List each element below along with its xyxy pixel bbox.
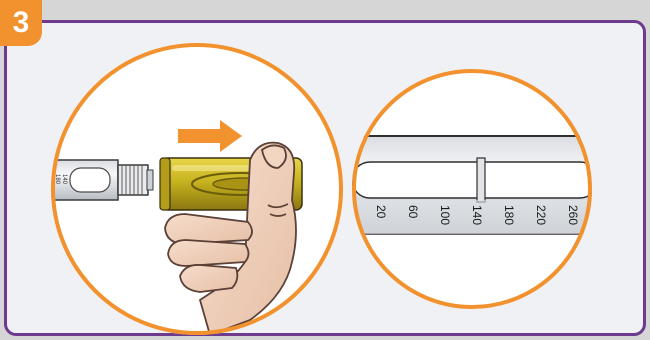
dose-scale: 20 60 100 140 180 220 260 bbox=[374, 205, 580, 225]
pen-barrel: 140 180 220 bbox=[51, 159, 154, 201]
scale-label: 140 bbox=[470, 205, 484, 225]
scale-label: 20 bbox=[374, 205, 388, 219]
right-circle-border bbox=[352, 69, 592, 309]
scale-label: 180 bbox=[502, 205, 516, 225]
barrel-scale-tick: 180 bbox=[54, 174, 60, 185]
hand-holding-cap bbox=[164, 141, 297, 335]
scale-label: 100 bbox=[438, 205, 452, 225]
left-illustration: 140 180 220 bbox=[51, 43, 343, 335]
right-arrow-icon bbox=[178, 120, 242, 152]
left-circle-border bbox=[51, 43, 343, 335]
scale-label: 260 bbox=[566, 205, 580, 225]
barrel-scale-tick: 140 bbox=[61, 174, 67, 185]
dose-window-closeup bbox=[352, 135, 592, 235]
dose-indicator-line bbox=[476, 157, 486, 203]
scale-label: 60 bbox=[406, 205, 420, 219]
step-number-badge: 3 bbox=[0, 0, 42, 46]
right-illustration: 20 60 100 140 180 220 260 bbox=[352, 69, 592, 309]
scale-label: 220 bbox=[534, 205, 548, 225]
